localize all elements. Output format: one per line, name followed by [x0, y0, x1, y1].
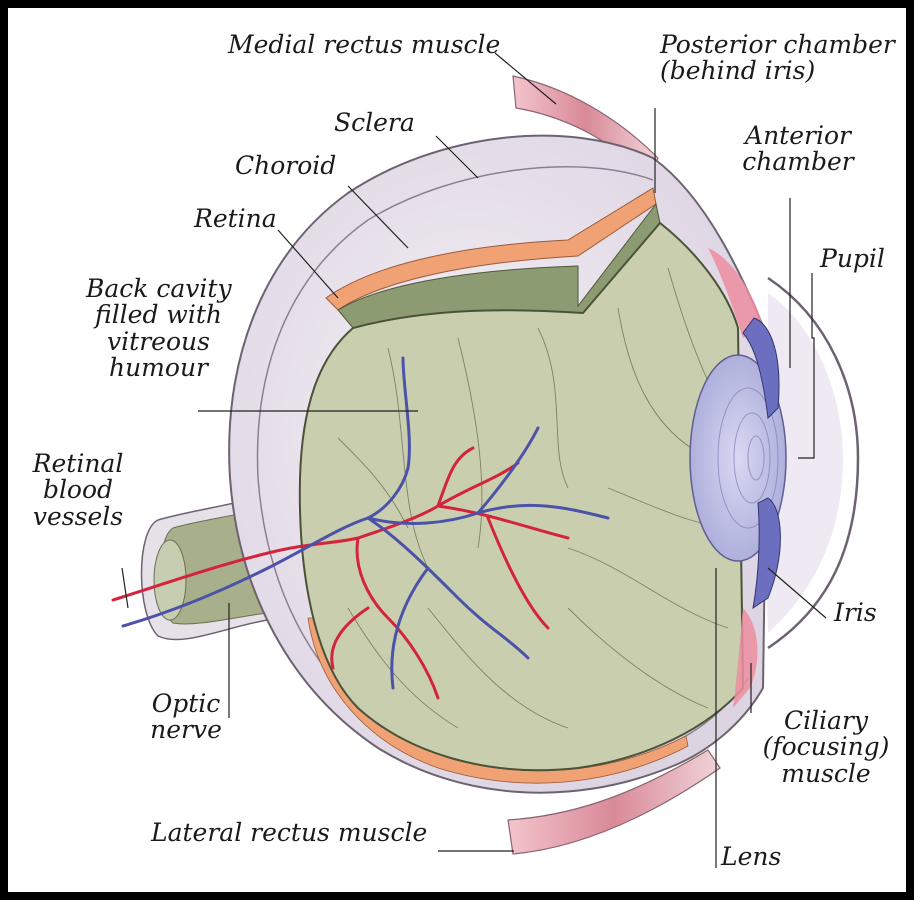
label-anterior-chamber-line1: Anterior	[738, 123, 858, 149]
label-medial-rectus-muscle: Medial rectus muscle	[228, 32, 500, 57]
diagram-panel: Medial rectus muscle Posterior chamber (…	[8, 8, 906, 892]
label-optic-nerve-line1: Optic	[146, 691, 226, 717]
label-pupil: Pupil	[820, 246, 885, 271]
label-optic-nerve: Optic nerve	[146, 691, 226, 744]
label-retinal-blood-vessels-line1: Retinal	[28, 451, 128, 477]
label-posterior-chamber: Posterior chamber (behind iris)	[660, 32, 895, 85]
label-posterior-chamber-line1: Posterior chamber	[660, 32, 895, 58]
label-back-cavity-line1: Back cavity	[86, 276, 231, 302]
label-back-cavity-line3: vitreous	[86, 329, 231, 355]
label-anterior-chamber: Anterior chamber	[738, 123, 858, 176]
label-back-cavity-line4: humour	[86, 355, 231, 381]
label-back-cavity-line2: filled with	[86, 302, 231, 328]
label-retinal-blood-vessels-line2: blood	[28, 477, 128, 503]
label-ciliary-muscle-line1: Ciliary	[756, 708, 896, 734]
label-posterior-chamber-line2: (behind iris)	[660, 58, 895, 84]
label-retinal-blood-vessels-line3: vessels	[28, 504, 128, 530]
label-sclera: Sclera	[334, 110, 415, 135]
label-ciliary-muscle-line3: muscle	[756, 761, 896, 787]
label-lateral-rectus-muscle: Lateral rectus muscle	[151, 820, 427, 845]
label-choroid: Choroid	[235, 153, 336, 178]
label-iris: Iris	[834, 600, 877, 625]
label-retina: Retina	[194, 206, 277, 231]
label-optic-nerve-line2: nerve	[146, 717, 226, 743]
label-ciliary-muscle-line2: (focusing)	[756, 734, 896, 760]
label-back-cavity: Back cavity filled with vitreous humour	[86, 276, 231, 381]
label-retinal-blood-vessels: Retinal blood vessels	[28, 451, 128, 530]
label-lens: Lens	[721, 844, 781, 869]
label-ciliary-muscle: Ciliary (focusing) muscle	[756, 708, 896, 787]
label-anterior-chamber-line2: chamber	[738, 149, 858, 175]
